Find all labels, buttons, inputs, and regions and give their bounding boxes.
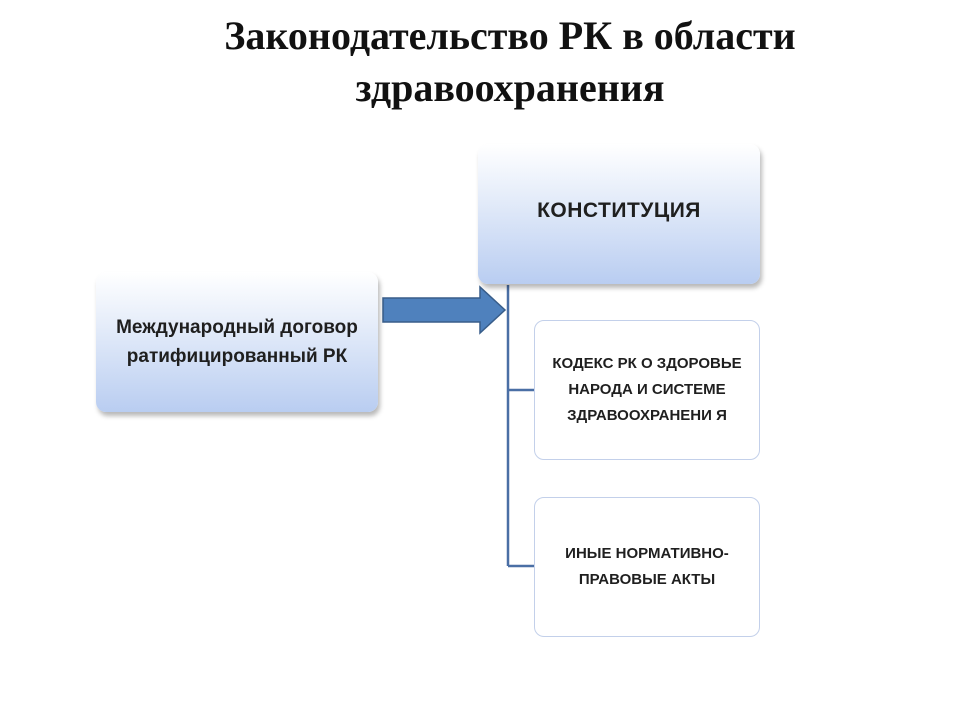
slide-title: Законодательство РК в области здравоохра… — [0, 10, 960, 114]
node-constitution-label: КОНСТИТУЦИЯ — [537, 199, 701, 222]
arrow-right-icon — [382, 285, 507, 335]
slide-title-line-1: Законодательство РК в области — [224, 13, 796, 58]
node-other-legal-acts-label: ИНЫЕ НОРМАТИВНО-ПРАВОВЫЕ АКТЫ — [565, 545, 729, 588]
node-health-codex: КОДЕКС РК О ЗДОРОВЬЕ НАРОДА И СИСТЕМЕ ЗД… — [534, 320, 760, 460]
hierarchy-connector — [506, 285, 534, 568]
node-other-legal-acts: ИНЫЕ НОРМАТИВНО-ПРАВОВЫЕ АКТЫ — [534, 497, 760, 637]
node-constitution: КОНСТИТУЦИЯ — [478, 144, 760, 284]
node-international-treaty: Международный договор ратифицированный Р… — [96, 272, 378, 412]
node-health-codex-label: КОДЕКС РК О ЗДОРОВЬЕ НАРОДА И СИСТЕМЕ ЗД… — [552, 355, 742, 424]
node-international-treaty-label: Международный договор ратифицированный Р… — [116, 317, 358, 367]
slide-title-line-2: здравоохранения — [355, 65, 665, 110]
